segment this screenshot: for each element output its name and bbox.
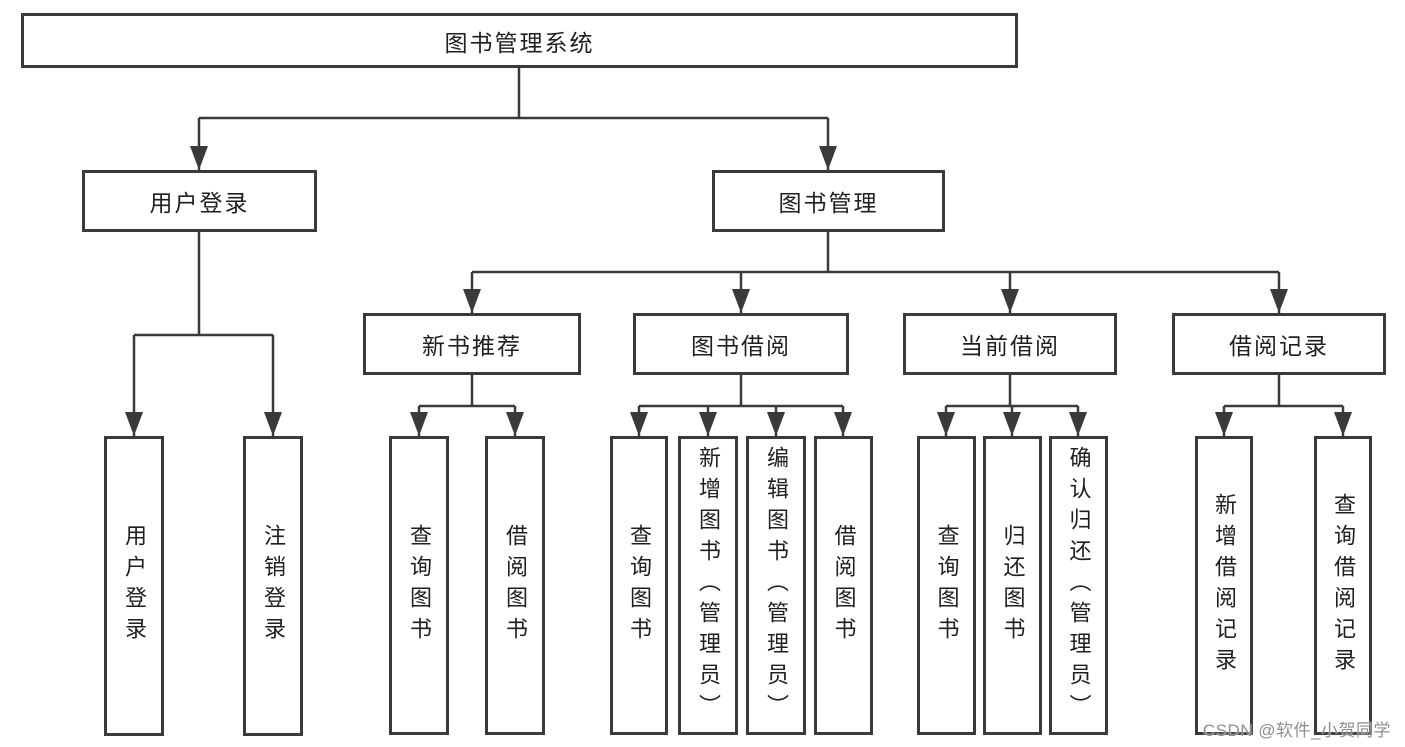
- leaf-confirm-return-admin-label: 确认归还（管理员）: [1066, 446, 1092, 725]
- node-borrow-records-label: 借阅记录: [1229, 333, 1329, 359]
- leaf-return-book: 归还图书: [983, 436, 1042, 735]
- node-current-borrow-label: 当前借阅: [960, 333, 1060, 359]
- leaf-query-book-recommend: 查询图书: [389, 436, 449, 735]
- leaf-add-book-admin: 新增图书（管理员）: [678, 436, 738, 735]
- leaf-edit-book-admin: 编辑图书（管理员）: [746, 436, 806, 735]
- node-user-login-label: 用户登录: [149, 190, 250, 216]
- leaf-user-login: 用户登录: [104, 436, 164, 736]
- leaf-query-book-borrow: 查询图书: [610, 436, 668, 735]
- leaf-query-borrow-record: 查询借阅记录: [1314, 436, 1372, 735]
- node-book-management: 图书管理: [712, 170, 945, 232]
- node-root-label: 图书管理系统: [444, 29, 595, 56]
- node-book-borrow: 图书借阅: [633, 313, 849, 375]
- leaf-logout-label: 注销登录: [261, 524, 286, 648]
- node-current-borrow: 当前借阅: [903, 313, 1117, 375]
- leaf-add-book-admin-label: 新增图书（管理员）: [696, 446, 721, 725]
- leaf-query-book-current-label: 查询图书: [934, 523, 960, 648]
- node-new-book-recommend: 新书推荐: [363, 313, 581, 375]
- connector-trunks: [134, 68, 1343, 408]
- node-book-borrow-label: 图书借阅: [691, 333, 791, 359]
- leaf-borrow-book-recommend: 借阅图书: [485, 436, 545, 735]
- leaf-query-borrow-record-label: 查询借阅记录: [1331, 492, 1356, 679]
- node-root: 图书管理系统: [21, 13, 1018, 68]
- node-new-book-recommend-label: 新书推荐: [422, 333, 522, 359]
- leaf-return-book-label: 归还图书: [1000, 523, 1026, 648]
- leaf-borrow-book-recommend-label: 借阅图书: [503, 523, 528, 648]
- watermark: CSDN @软件_小贺同学: [1202, 721, 1391, 740]
- leaf-query-book-current: 查询图书: [917, 436, 976, 735]
- leaf-edit-book-admin-label: 编辑图书（管理员）: [764, 446, 789, 725]
- leaf-query-book-borrow-label: 查询图书: [627, 523, 652, 648]
- leaf-borrow-book-borrow: 借阅图书: [814, 436, 873, 735]
- leaf-add-borrow-record: 新增借阅记录: [1195, 436, 1253, 735]
- leaf-user-login-label: 用户登录: [122, 524, 147, 648]
- leaf-logout: 注销登录: [243, 436, 303, 736]
- leaf-add-borrow-record-label: 新增借阅记录: [1212, 492, 1237, 679]
- node-book-management-label: 图书管理: [778, 190, 879, 216]
- node-borrow-records: 借阅记录: [1172, 313, 1386, 375]
- leaf-borrow-book-borrow-label: 借阅图书: [831, 523, 857, 648]
- node-user-login: 用户登录: [82, 170, 317, 232]
- leaf-query-book-recommend-label: 查询图书: [407, 523, 432, 648]
- leaf-confirm-return-admin: 确认归还（管理员）: [1049, 436, 1108, 735]
